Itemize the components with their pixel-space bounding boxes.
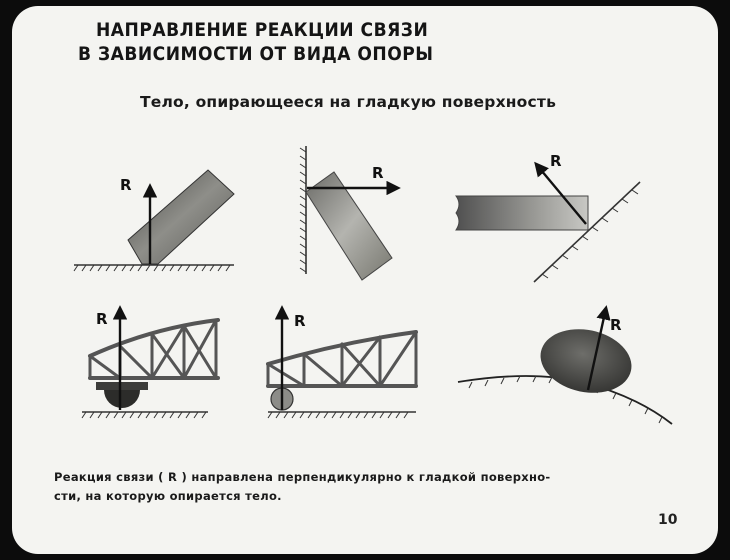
diagram-bar-on-incline: R — [455, 152, 641, 283]
reaction-label: R — [550, 152, 562, 170]
reaction-label: R — [294, 312, 306, 330]
diagram-bar-on-wall: R — [299, 146, 401, 281]
truss — [266, 330, 418, 388]
diagram-bar-on-floor: R — [73, 169, 235, 272]
reaction-arrow — [534, 161, 587, 225]
floor-hatch — [81, 411, 208, 419]
horizontal-bar — [455, 195, 589, 231]
diagram-body-on-curved-surface: R — [457, 305, 673, 425]
title-line-2: В ЗАВИСИМОСТИ ОТ ВИДА ОПОРЫ — [78, 43, 434, 65]
subtitle: Тело, опирающееся на гладкую поверхность — [140, 93, 557, 111]
title-line-1: НАПРАВЛЕНИЕ РЕАКЦИИ СВЯЗИ — [96, 19, 429, 41]
reaction-arrow — [586, 305, 611, 391]
reaction-label: R — [610, 316, 622, 334]
floor-hatch — [267, 411, 416, 419]
page-number: 10 — [658, 512, 678, 528]
reaction-label: R — [120, 176, 132, 194]
truss — [88, 318, 220, 380]
caption: Реакция связи ( R ) направлена перпендик… — [54, 468, 654, 506]
floor-hatch — [73, 264, 234, 272]
slide: НАПРАВЛЕНИЕ РЕАКЦИИ СВЯЗИ В ЗАВИСИМОСТИ … — [12, 6, 718, 554]
diagram-truss-roller-support: R — [266, 305, 418, 419]
rock-body — [540, 329, 632, 393]
caption-line-1: Реакция связи ( R ) направлена перпендик… — [54, 470, 551, 484]
reaction-label: R — [96, 310, 108, 328]
leaning-bar — [305, 171, 393, 281]
caption-line-2: сти, на которую опирается тело. — [54, 489, 282, 503]
diagram-truss-fixed-support: R — [81, 305, 220, 419]
inclined-bar — [127, 169, 235, 265]
diagrams-canvas: R R R — [73, 146, 673, 425]
incline-hatch — [533, 181, 641, 283]
slide-title: НАПРАВЛЕНИЕ РЕАКЦИИ СВЯЗИ В ЗАВИСИМОСТИ … — [78, 18, 434, 66]
reaction-label: R — [372, 164, 384, 182]
wall-hatch — [299, 146, 307, 274]
fixed-support — [96, 382, 148, 408]
